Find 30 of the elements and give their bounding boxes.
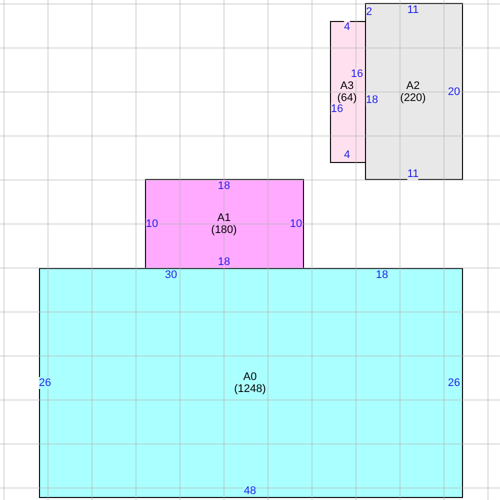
room-rectangle (330, 21, 366, 163)
dimension-label: 26 (448, 377, 460, 389)
dimension-label: 18 (218, 256, 230, 268)
room-name: A1 (217, 212, 231, 224)
dimension-label: 10 (290, 218, 302, 230)
room-area: (1248) (234, 383, 266, 395)
room-area: (220) (400, 92, 426, 104)
dimension-label: 30 (164, 269, 178, 281)
dimension-label: 26 (38, 377, 52, 389)
dimension-label: 4 (344, 21, 350, 33)
dimension-label: 18 (376, 269, 388, 281)
dimension-label: 11 (407, 168, 419, 180)
dimension-label: 20 (448, 86, 460, 98)
dimension-label: 48 (244, 485, 256, 497)
room-rectangle (365, 3, 463, 180)
dimension-label: 4 (344, 149, 350, 161)
dimension-label: 10 (146, 218, 158, 230)
dimension-label: 16 (330, 103, 344, 115)
room-area: (64) (337, 92, 357, 104)
dimension-label: 16 (350, 68, 364, 80)
dimension-label: 18 (366, 94, 378, 106)
room-name: A0 (243, 371, 257, 383)
room-rectangle (145, 179, 304, 269)
room-name: A2 (406, 80, 420, 92)
room-rectangle (39, 268, 463, 498)
room-name: A3 (340, 80, 354, 92)
dimension-label: 11 (407, 4, 419, 16)
room-area: (180) (211, 224, 237, 236)
dimension-label: 18 (218, 180, 230, 192)
dimension-label: 2 (366, 6, 372, 18)
